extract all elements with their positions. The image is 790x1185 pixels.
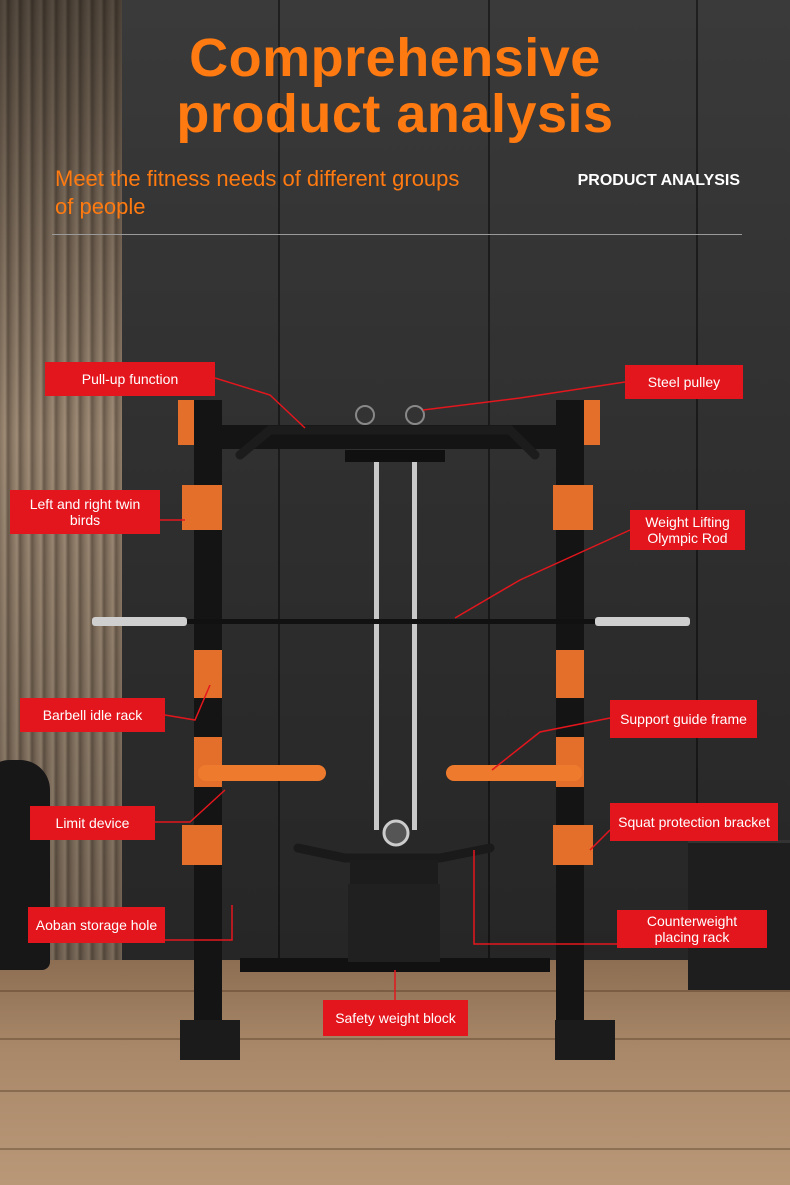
label-olympic-rod: Weight Lifting Olympic Rod [630, 510, 745, 550]
section-tag: PRODUCT ANALYSIS [577, 172, 740, 189]
right-carriage [553, 485, 593, 530]
right-squat-bracket [553, 825, 593, 865]
wall-seam [696, 0, 698, 965]
cable-left [374, 460, 379, 830]
left-carriage [182, 485, 222, 530]
low-pulley [382, 819, 410, 847]
right-foot [555, 1020, 615, 1060]
label-safety-weight-block: Safety weight block [323, 1000, 468, 1036]
cable-right [412, 460, 417, 830]
callout-lines [155, 377, 631, 1000]
page-subtitle: Meet the fitness needs of different grou… [55, 166, 460, 219]
olympic-bar-sleeve-left [92, 617, 187, 626]
pulley-left [355, 405, 375, 425]
title-line-1: Comprehensive [189, 28, 601, 88]
title-line-2: product analysis [176, 84, 614, 144]
right-support-arm [446, 765, 582, 781]
weight-stack-cap [350, 860, 438, 884]
left-squat-bracket [182, 825, 222, 865]
wall-seam [488, 0, 490, 965]
olympic-bar [187, 619, 595, 624]
pull-up-bar [235, 425, 540, 460]
label-pull-up-function: Pull-up function [45, 362, 215, 396]
pulley-right [405, 405, 425, 425]
cable-bracket [345, 450, 445, 462]
left-foot [180, 1020, 240, 1060]
left-top-plate [178, 400, 194, 445]
left-support-arm [198, 765, 326, 781]
low-row-handle [293, 843, 495, 863]
right-top-plate [584, 400, 600, 445]
label-counterweight-placing-rack: Counterweight placing rack [617, 910, 767, 948]
label-barbell-idle-rack: Barbell idle rack [20, 698, 165, 732]
label-squat-protection-bracket: Squat protection bracket [610, 803, 778, 841]
label-support-guide-frame: Support guide frame [610, 700, 757, 738]
label-limit-device: Limit device [30, 806, 155, 840]
page-title: Comprehensive product analysis [0, 30, 790, 142]
olympic-bar-sleeve-right [595, 617, 690, 626]
label-steel-pulley: Steel pulley [625, 365, 743, 399]
wall-seam [278, 0, 280, 965]
label-twin-birds: Left and right twin birds [10, 490, 160, 534]
header-divider [52, 234, 742, 235]
weight-stack [348, 884, 440, 962]
base-rail [240, 958, 550, 972]
right-barbell-hook [556, 650, 584, 698]
label-aoban-storage-hole: Aoban storage hole [28, 907, 165, 943]
